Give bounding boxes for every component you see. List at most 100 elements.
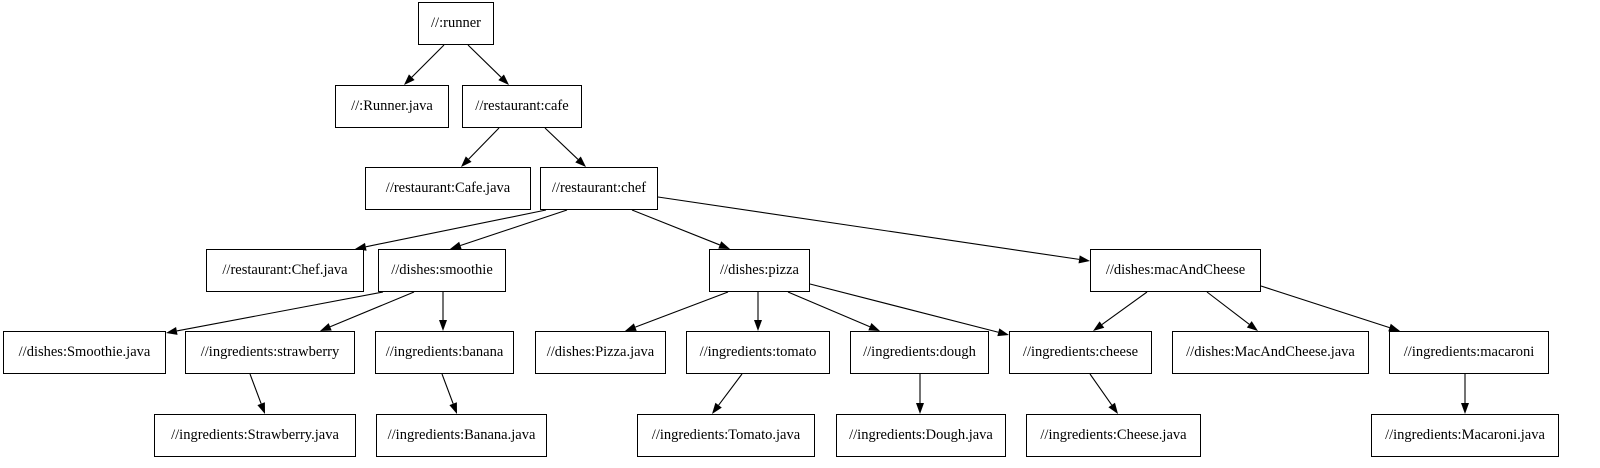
graph-edge-dishes_pizza-to-ing_cheese [809, 283, 1009, 337]
edge-line [329, 291, 415, 328]
graph-node-cheese_java[interactable]: //ingredients:Cheese.java [1026, 414, 1201, 457]
graph-node-label: //dishes:MacAndCheese.java [1186, 344, 1355, 361]
graph-edge-ing_dough-to-dough_java [916, 374, 924, 414]
graph-edge-restaurant_chef-to-dishes_pizza [631, 209, 730, 249]
edge-line [787, 291, 871, 328]
graph-edge-dishes_macandchs-to-macandcheese_java [1206, 291, 1258, 331]
edge-arrowhead-icon [1246, 321, 1258, 331]
graph-edge-ing_tomato-to-tomato_java [712, 373, 743, 414]
graph-edge-dishes_macandchs-to-ing_cheese [1093, 291, 1148, 331]
graph-node-macaroni_java[interactable]: //ingredients:Macaroni.java [1371, 414, 1559, 457]
edge-arrowhead-icon [754, 320, 762, 331]
graph-node-restaurant_chef[interactable]: //restaurant:chef [540, 167, 658, 210]
edge-line [1260, 285, 1390, 329]
graph-edge-restaurant_chef-to-dishes_smoothie [450, 209, 568, 250]
graph-node-chef_java[interactable]: //restaurant:Chef.java [206, 249, 364, 292]
graph-edge-dishes_smoothie-to-ing_banana [439, 292, 447, 331]
edge-line [441, 373, 454, 404]
graph-node-ing_tomato[interactable]: //ingredients:tomato [686, 331, 830, 374]
graph-node-label: //:runner [431, 15, 481, 32]
graph-node-label: //ingredients:Dough.java [849, 427, 993, 444]
graph-node-ing_cheese[interactable]: //ingredients:cheese [1009, 331, 1152, 374]
edge-line [467, 44, 502, 78]
edge-line [544, 127, 579, 160]
edge-line [1101, 291, 1148, 326]
edge-line [365, 209, 547, 248]
graph-node-label: //ingredients:macaroni [1403, 344, 1535, 361]
graph-edge-dishes_smoothie-to-smoothie_java [166, 291, 384, 335]
graph-node-macandcheese_java[interactable]: //dishes:MacAndCheese.java [1172, 331, 1369, 374]
graph-node-ing_strawberry[interactable]: //ingredients:strawberry [185, 331, 355, 374]
edge-line [635, 291, 729, 328]
edge-arrowhead-icon [712, 402, 722, 414]
graph-node-smoothie_java[interactable]: //dishes:Smoothie.java [3, 331, 166, 374]
graph-node-label: //ingredients:Tomato.java [651, 427, 801, 444]
edge-arrowhead-icon [868, 323, 880, 331]
edge-arrowhead-icon [404, 74, 415, 85]
graph-node-label: //:Runner.java [351, 98, 433, 115]
graph-node-ing_macaroni[interactable]: //ingredients:macaroni [1389, 331, 1549, 374]
graph-edge-restaurant_cafe-to-cafe_java [461, 127, 500, 167]
edge-arrowhead-icon [1461, 403, 1469, 414]
edge-arrowhead-icon [1108, 402, 1118, 414]
graph-node-label: //ingredients:tomato [699, 344, 817, 361]
graph-node-label: //restaurant:cafe [475, 98, 569, 115]
graph-edge-runner-to-runner_java [404, 44, 445, 85]
edge-arrowhead-icon [718, 241, 730, 249]
edge-arrowhead-icon [916, 403, 924, 414]
edge-arrowhead-icon [439, 320, 447, 331]
graph-edge-dishes_smoothie-to-ing_strawberry [320, 291, 415, 331]
graph-node-label: //ingredients:banana [385, 344, 504, 361]
graph-node-dishes_pizza[interactable]: //dishes:pizza [709, 249, 810, 292]
graph-node-label: //restaurant:Cafe.java [385, 180, 511, 197]
graph-node-pizza_java[interactable]: //dishes:Pizza.java [535, 331, 666, 374]
edge-line [460, 209, 568, 247]
edge-arrowhead-icon [461, 156, 472, 167]
edge-arrowhead-icon [257, 402, 265, 414]
graph-edge-ing_banana-to-banana_java [441, 373, 457, 414]
graph-edge-dishes_macandchs-to-ing_macaroni [1260, 285, 1400, 332]
graph-node-restaurant_cafe[interactable]: //restaurant:cafe [462, 85, 582, 128]
edge-arrowhead-icon [1078, 255, 1090, 264]
edge-arrowhead-icon [1093, 321, 1105, 331]
edge-arrowhead-icon [449, 402, 457, 414]
graph-edge-ing_macaroni-to-macaroni_java [1461, 374, 1469, 414]
edge-line [411, 44, 445, 78]
graph-node-ing_dough[interactable]: //ingredients:dough [850, 331, 989, 374]
graph-node-dough_java[interactable]: //ingredients:Dough.java [836, 414, 1006, 457]
graph-node-label: //ingredients:Macaroni.java [1385, 427, 1545, 444]
edge-line [631, 209, 720, 246]
graph-node-label: //dishes:smoothie [391, 262, 493, 279]
edge-line [809, 283, 999, 333]
edge-arrowhead-icon [997, 328, 1009, 337]
graph-node-runner[interactable]: //:runner [418, 2, 494, 45]
graph-edge-runner-to-restaurant_cafe [467, 44, 509, 85]
edge-line [1206, 291, 1250, 325]
graph-edge-dishes_pizza-to-ing_dough [787, 291, 880, 331]
graph-edge-ing_cheese-to-cheese_java [1089, 373, 1118, 414]
edge-line [1089, 373, 1113, 406]
graph-node-label: //ingredients:strawberry [200, 344, 340, 361]
edge-line [249, 373, 262, 404]
graph-node-banana_java[interactable]: //ingredients:Banana.java [376, 414, 547, 457]
graph-node-label: //ingredients:Banana.java [387, 427, 536, 444]
graph-node-dishes_smoothie[interactable]: //dishes:smoothie [378, 249, 506, 292]
graph-edge-ing_strawberry-to-strawberry_java [249, 373, 265, 414]
edge-arrowhead-icon [320, 323, 332, 331]
edge-arrowhead-icon [166, 327, 178, 335]
edge-arrowhead-icon [575, 156, 586, 167]
edge-arrowhead-icon [625, 323, 637, 331]
graph-node-runner_java[interactable]: //:Runner.java [335, 85, 449, 128]
graph-node-dishes_macandchs[interactable]: //dishes:macAndCheese [1090, 249, 1261, 292]
graph-node-label: //dishes:Pizza.java [546, 344, 655, 361]
graph-node-ing_banana[interactable]: //ingredients:banana [375, 331, 514, 374]
graph-node-strawberry_java[interactable]: //ingredients:Strawberry.java [154, 414, 356, 457]
graph-node-label: //restaurant:Chef.java [222, 262, 348, 279]
graph-node-label: //dishes:pizza [720, 262, 799, 279]
graph-node-label: //ingredients:Strawberry.java [171, 427, 339, 444]
graph-node-cafe_java[interactable]: //restaurant:Cafe.java [365, 167, 531, 210]
graph-node-tomato_java[interactable]: //ingredients:Tomato.java [637, 414, 815, 457]
graph-node-label: //dishes:Smoothie.java [18, 344, 151, 361]
graph-edge-dishes_pizza-to-pizza_java [625, 291, 729, 331]
